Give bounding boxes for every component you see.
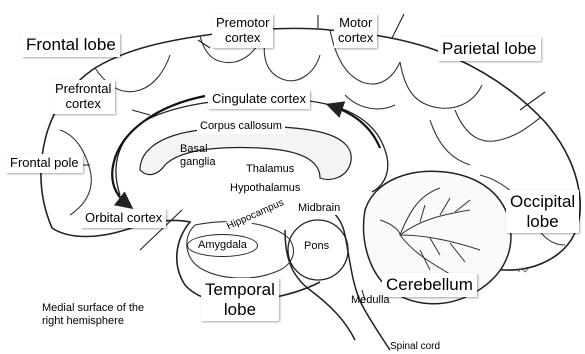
sulcus-line [400, 62, 482, 108]
leader-line [132, 110, 150, 115]
figure-caption-line2: right hemisphere [42, 315, 144, 328]
label-prefrontal-cortex: Prefrontal cortex [51, 80, 115, 114]
label-basal-ganglia-line1: Basal [180, 143, 215, 156]
label-temporal-lobe-line2: lobe [205, 300, 275, 320]
label-orbital-cortex: Orbital cortex [81, 209, 166, 228]
sulcus-line [455, 110, 540, 141]
label-thalamus: Thalamus [246, 163, 294, 176]
figure-caption: Medial surface of the right hemisphere [42, 302, 144, 327]
label-occipital-lobe-line1: Occipital [510, 192, 575, 212]
label-corpus-callosum: Corpus callosum [197, 119, 285, 134]
label-prefrontal-cortex-line2: cortex [55, 97, 111, 112]
label-midbrain: Midbrain [296, 202, 342, 215]
label-cingulate-cortex: Cingulate cortex [208, 90, 310, 109]
label-basal-ganglia-line2: ganglia [180, 156, 215, 169]
temporal-outline [52, 220, 320, 302]
label-occipital-lobe-line2: lobe [510, 212, 575, 232]
label-premotor-cortex-line2: cortex [216, 31, 269, 46]
label-pons: Pons [304, 240, 329, 253]
leader-line [392, 14, 404, 38]
label-premotor-cortex-line1: Premotor [216, 16, 269, 31]
label-spinal-cord: Spinal cord [390, 341, 440, 353]
label-prefrontal-cortex-line1: Prefrontal [55, 82, 111, 97]
label-motor-cortex-line1: Motor [338, 16, 373, 31]
label-temporal-lobe-line1: Temporal [205, 280, 275, 300]
label-premotor-cortex: Premotor cortex [212, 14, 273, 48]
label-frontal-pole: Frontal pole [6, 154, 83, 173]
label-parietal-lobe: Parietal lobe [438, 37, 541, 61]
label-medulla: Medulla [351, 294, 390, 307]
label-frontal-lobe: Frontal lobe [22, 33, 120, 57]
label-basal-ganglia: Basal ganglia [180, 143, 215, 168]
label-temporal-lobe: Temporal lobe [201, 278, 279, 321]
label-cerebellum: Cerebellum [382, 273, 477, 297]
label-hypothalamus: Hypothalamus [228, 182, 302, 195]
figure-caption-line1: Medial surface of the [42, 302, 144, 315]
label-motor-cortex: Motor cortex [334, 14, 377, 48]
label-motor-cortex-line2: cortex [338, 31, 373, 46]
label-occipital-lobe: Occipital lobe [506, 190, 579, 233]
label-amygdala: Amygdala [187, 234, 258, 257]
sulcus-line [345, 95, 395, 109]
